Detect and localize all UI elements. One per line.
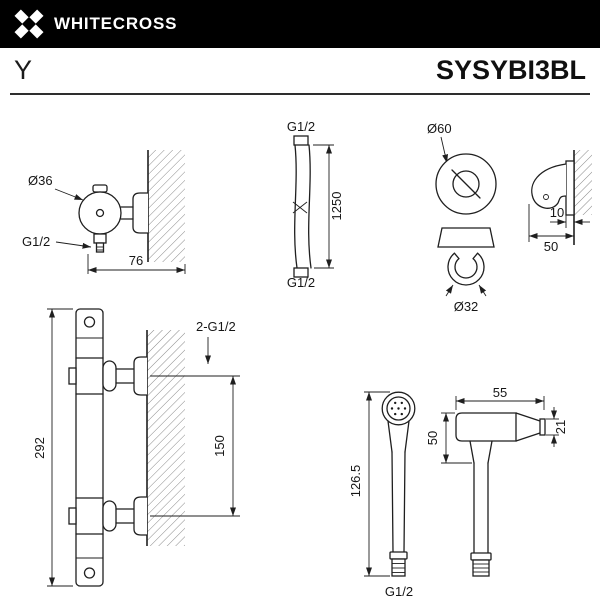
product-model: SYSYBI3BL xyxy=(435,55,586,85)
header: WHITECROSS xyxy=(0,0,600,48)
drawing-holder-side: 10 50 xyxy=(528,150,592,254)
dim-label-elbow-depth: 76 xyxy=(129,253,143,268)
drawing-shower-hose: G1/2 1250 G1/2 xyxy=(287,119,344,290)
brand-name: WHITECROSS xyxy=(54,14,178,33)
whitecross-logo-icon xyxy=(14,9,44,39)
dim-label-elbow-diameter: Ø36 xyxy=(28,173,53,188)
dim-label-escutcheon-diameter: Ø60 xyxy=(427,121,452,136)
dim-label-hose-length: 1250 xyxy=(329,192,344,221)
drawing-thermostat-bar: 2-G1/2 150 292 xyxy=(32,308,240,587)
drawing-hand-shower-front: 126.5 G1/2 xyxy=(348,391,416,599)
dim-label-holder-depth: 50 xyxy=(544,239,558,254)
drawing-hand-shower-side: 55 21 50 xyxy=(425,385,568,577)
product-series: Y xyxy=(14,55,33,85)
technical-drawing: Ø36 G1/2 76 G1/2 1250 G1/2 Ø60 xyxy=(22,119,592,599)
dim-label-handshower-nozzle: 21 xyxy=(553,420,568,434)
dim-label-bar-height: 292 xyxy=(32,437,47,459)
title-row: Y SYSYBI3BL xyxy=(0,48,600,93)
dim-label-elbow-thread: G1/2 xyxy=(22,234,50,249)
dim-label-hose-thread-top: G1/2 xyxy=(287,119,315,134)
dim-label-handshower-head-width: 55 xyxy=(493,385,507,400)
drawing-holder-front: Ø32 xyxy=(437,227,495,314)
dim-label-bar-connections: 2-G1/2 xyxy=(196,319,236,334)
dim-label-hose-thread-bottom: G1/2 xyxy=(287,275,315,290)
drawing-escutcheon-front: Ø60 xyxy=(427,121,497,215)
drawing-wall-outlet-elbow: Ø36 G1/2 76 xyxy=(22,150,186,274)
dim-label-handshower-height: 126.5 xyxy=(348,465,363,498)
title-divider xyxy=(10,93,590,95)
dim-label-bar-port-spacing: 150 xyxy=(212,435,227,457)
dim-label-handshower-thread: G1/2 xyxy=(385,584,413,599)
dim-label-holder-ring-diameter: Ø32 xyxy=(454,299,479,314)
dim-label-holder-flange-depth: 10 xyxy=(550,205,564,220)
dim-label-handshower-head-height: 50 xyxy=(425,431,440,445)
